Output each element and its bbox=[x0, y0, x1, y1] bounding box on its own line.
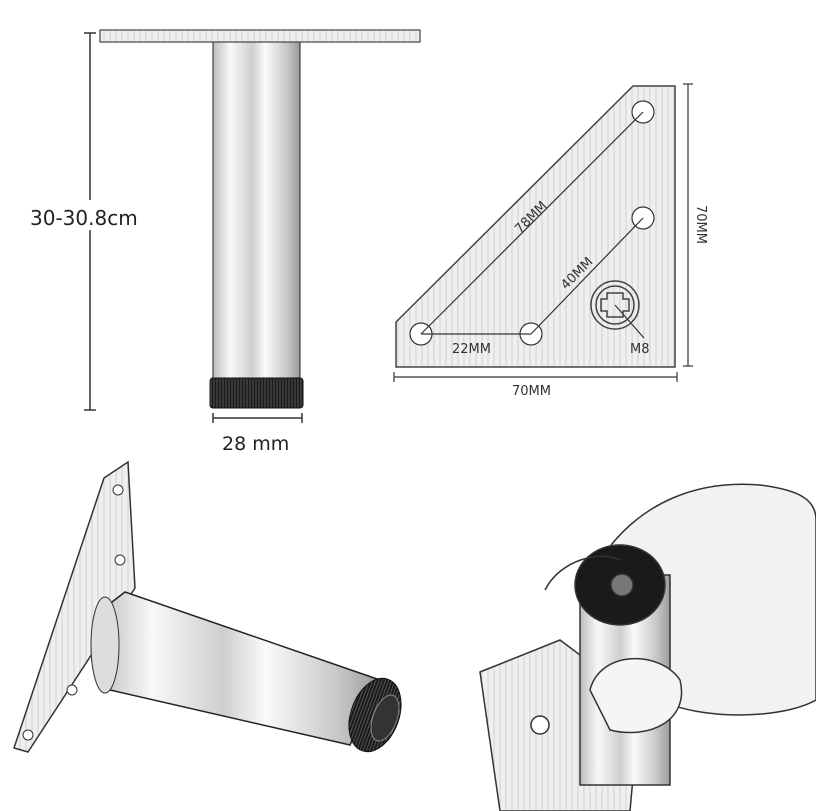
width-label: 70MM bbox=[512, 384, 551, 399]
diameter-label: 28 mm bbox=[222, 433, 289, 455]
mount-plate-view: 78MM 40MM 22MM M8 70MM 70MM bbox=[393, 83, 708, 399]
thread-label: M8 bbox=[630, 342, 650, 357]
leg-tube bbox=[212, 41, 301, 379]
leg-front-view: 30-30.8cm 28 mm bbox=[26, 29, 421, 455]
m8-insert bbox=[590, 280, 640, 330]
diameter-dimension bbox=[212, 413, 303, 423]
triangle-plate bbox=[395, 85, 676, 368]
height-label: 30-30.8cm bbox=[30, 206, 138, 230]
leg-perspective-view bbox=[13, 460, 402, 753]
side-plate bbox=[13, 460, 136, 753]
bottom-spacing-label: 22MM bbox=[452, 342, 491, 357]
leveling-foot bbox=[209, 377, 304, 409]
leg-tube bbox=[94, 591, 382, 746]
top-plate bbox=[99, 29, 421, 43]
side-height-label: 70MM bbox=[693, 205, 708, 244]
hand-install-photo bbox=[479, 483, 816, 811]
